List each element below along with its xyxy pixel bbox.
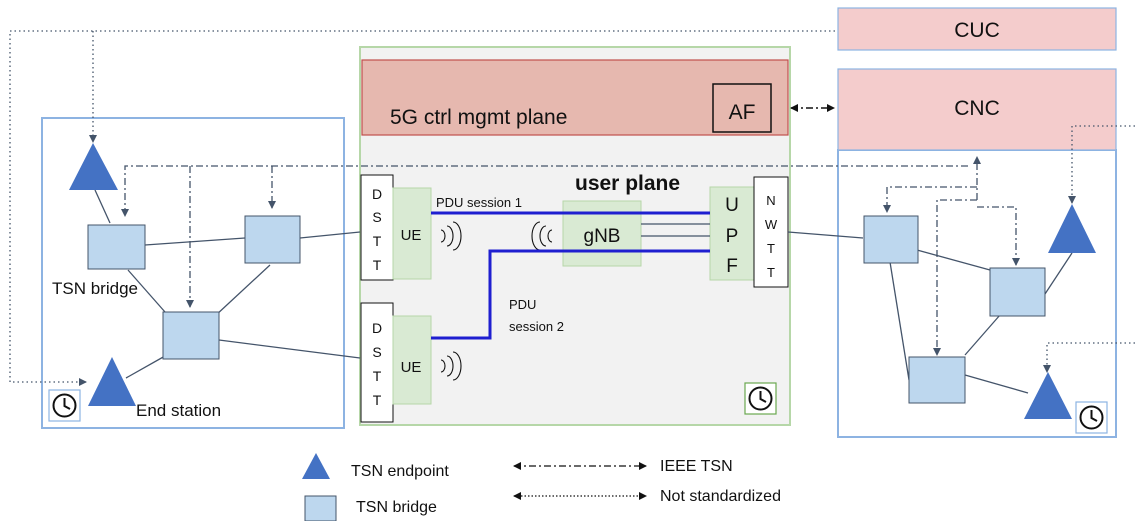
tsn-endpoint-triangle (1024, 372, 1072, 419)
tsn-bridge-box (989, 267, 1046, 317)
svg-text:T: T (373, 257, 382, 273)
tsn-bridge-box (863, 215, 919, 264)
user-plane-label: user plane (575, 172, 680, 195)
upf-letters: U P F (725, 195, 739, 277)
cnc-label: CNC (954, 97, 1000, 120)
left-tsn-domain (41, 117, 345, 429)
legend-bridge-label: TSN bridge (356, 499, 437, 516)
pdu-session-1-label: PDU session 1 (436, 195, 522, 210)
svg-text:D: D (372, 186, 382, 202)
legend: TSN endpoint TSN bridge IEEE TSN Not sta… (302, 453, 781, 521)
dstt-top-box (360, 174, 394, 281)
cuc-box (837, 7, 1117, 51)
nwtt-box (753, 176, 789, 288)
svg-text:T: T (373, 368, 382, 384)
ue-bottom-box (392, 315, 432, 405)
pdu-session-2-label-1: PDU (509, 297, 536, 312)
nwtt-letters: N W T T (765, 193, 778, 280)
svg-text:T: T (373, 392, 382, 408)
physical-links-left (94, 189, 361, 379)
svg-text:T: T (767, 265, 775, 280)
legend-bridge-icon (304, 495, 337, 521)
legend-endpoint-icon (302, 453, 330, 479)
tsn-bridge-label: TSN bridge (52, 279, 138, 298)
tsn-endpoint-triangle (1048, 204, 1096, 253)
not-standardized-links (9, 30, 1135, 386)
svg-text:T: T (373, 233, 382, 249)
clock-icon (744, 382, 777, 415)
ue-bottom-label: UE (401, 359, 422, 376)
legend-endpoint-label: TSN endpoint (351, 463, 449, 480)
svg-text:F: F (726, 256, 738, 277)
antenna-wave-icon (440, 351, 462, 381)
clock-icon (1075, 401, 1108, 434)
antenna-wave-icon (440, 221, 462, 251)
ue-top-box (392, 187, 432, 280)
pdu-session-2-label-2: session 2 (509, 319, 564, 334)
gnb-label: gNB (584, 226, 621, 247)
svg-text:S: S (372, 209, 381, 225)
af-box (712, 83, 772, 133)
pdu-session-2-line (431, 249, 710, 340)
tsn-bridge-box (908, 356, 966, 404)
ctrl-mgmt-plane (361, 59, 789, 136)
svg-text:T: T (767, 241, 775, 256)
legend-ieee-label: IEEE TSN (660, 458, 733, 475)
dstt-top-letters: D S T T (372, 186, 382, 273)
upf-box (709, 186, 755, 281)
physical-links-right (889, 249, 1073, 394)
nwtt-bridge-link (787, 231, 864, 239)
ue-top-label: UE (401, 227, 422, 244)
svg-text:W: W (765, 217, 778, 232)
dstt-bottom-letters: D S T T (372, 320, 382, 408)
tsn-bridge-box (162, 311, 220, 360)
svg-text:S: S (372, 344, 381, 360)
dstt-bottom-box (360, 302, 394, 423)
end-station-triangle (88, 357, 136, 406)
svg-text:D: D (372, 320, 382, 336)
tsn-endpoint-triangle (69, 143, 118, 190)
af-label: AF (729, 101, 756, 124)
clock-icon (48, 389, 81, 422)
gnb-upf-links (641, 223, 710, 237)
ieee-tsn-links-right (883, 156, 1020, 356)
cuc-label: CUC (954, 19, 1000, 42)
svg-text:P: P (726, 226, 739, 247)
cnc-box (837, 68, 1117, 151)
legend-notstd-label: Not standardized (660, 488, 781, 505)
ctrl-plane-label: 5G ctrl mgmt plane (390, 106, 567, 129)
end-station-label: End station (136, 401, 221, 420)
ieee-tsn-links-left (121, 165, 968, 308)
svg-text:N: N (766, 193, 775, 208)
tsn-bridge-box (244, 215, 301, 264)
antenna-wave-icon (531, 221, 553, 251)
tsn-bridge-box (87, 224, 146, 270)
svg-text:U: U (725, 195, 739, 216)
